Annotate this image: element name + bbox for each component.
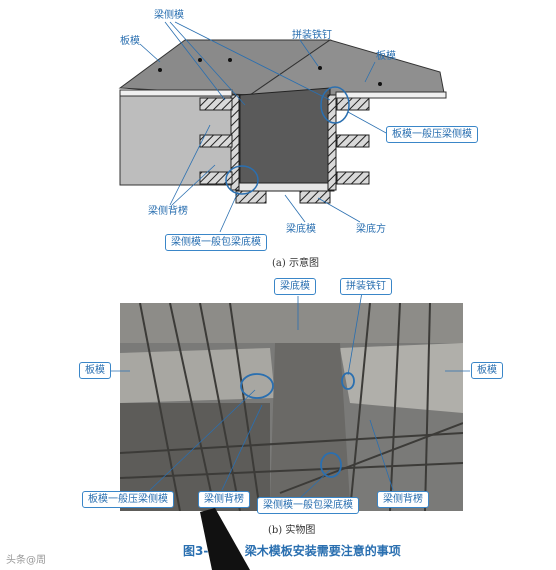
figure-title: 图3- 梁木模板安装需要注意的事项 [183, 542, 401, 559]
nail-dot [158, 68, 162, 72]
label-assembly-nails: 拼装铁钉 [292, 30, 332, 41]
beam-bottom-joist-2 [299, 190, 331, 204]
nail-dot [228, 58, 232, 62]
label-slab-form-left: 板模 [120, 36, 140, 47]
box-photo-side-backing: 梁侧背楞 [198, 491, 250, 508]
caption-a: (a) 示意图 [272, 258, 319, 269]
highlight-circle-top-right [320, 86, 350, 124]
site-photo [120, 303, 463, 511]
figure-title-number: 图3- [183, 544, 209, 558]
figure-title-text: 梁木模板安装需要注意的事项 [244, 544, 401, 558]
label-beam-bottom-form: 梁底模 [286, 224, 316, 235]
box-photo-side-backing-2: 梁侧背楞 [377, 491, 429, 508]
nail-dot [318, 66, 322, 70]
box-photo-assembly-nails: 拼装铁钉 [340, 278, 392, 295]
box-photo-beam-bottom-form: 梁底模 [274, 278, 316, 295]
bearer-right-3 [336, 171, 370, 185]
bearer-left-3 [199, 171, 233, 185]
label-beam-side-form: 梁侧模 [154, 10, 184, 21]
nail-dot [198, 58, 202, 62]
beam-side-form-right [327, 94, 337, 191]
highlight-circle-bottom-left [225, 165, 259, 195]
box-slab-presses-side: 板模一般压梁侧模 [386, 126, 478, 143]
box-photo-side-wraps-bottom: 梁侧模一般包梁底模 [257, 497, 359, 514]
bearer-right-2 [336, 134, 370, 148]
site-photo-drawing [120, 303, 463, 511]
slab-edge-right [335, 91, 447, 99]
label-beam-bottom-joist: 梁底方 [356, 224, 386, 235]
label-slab-form-right: 板模 [376, 51, 396, 62]
box-side-wraps-bottom: 梁侧模一般包梁底模 [165, 234, 267, 251]
bearer-left-1 [199, 97, 233, 111]
box-photo-slab-presses-side: 板模一般压梁侧模 [82, 491, 174, 508]
nail-dot [378, 82, 382, 86]
label-side-backing: 梁侧背楞 [148, 206, 188, 217]
bearer-left-2 [199, 134, 233, 148]
box-photo-slab-form-left: 板模 [79, 362, 111, 379]
watermark: 头条@周 [6, 555, 46, 566]
beam-formwork-diagram [118, 21, 447, 233]
caption-b: (b) 实物图 [268, 525, 316, 536]
slab-edge-left [119, 89, 233, 97]
box-photo-slab-form-right: 板模 [471, 362, 503, 379]
